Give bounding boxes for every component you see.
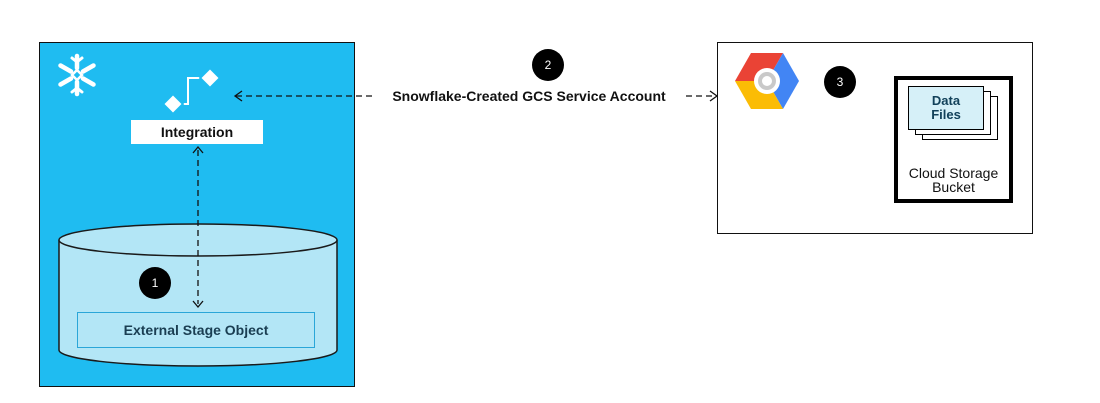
data-files-card: Data Files <box>908 86 984 130</box>
step-badge-3: 3 <box>824 66 856 98</box>
step-badge-2-text: 2 <box>544 58 552 72</box>
data-files-line2: Files <box>931 107 961 122</box>
step-badge-2: 2 <box>532 49 564 81</box>
bucket-label: Cloud Storage Bucket <box>894 166 1013 194</box>
step-badge-1-text: 1 <box>151 276 159 290</box>
service-account-label: Snowflake-Created GCS Service Account <box>376 86 682 106</box>
external-stage-box: External Stage Object <box>77 312 315 348</box>
google-cloud-icon <box>735 53 799 109</box>
integration-box: Integration <box>131 120 263 144</box>
bucket-label-line1: Cloud Storage <box>908 165 999 181</box>
snowflake-logo-icon <box>58 53 96 97</box>
step-badge-3-text: 3 <box>836 75 844 89</box>
step-badge-1: 1 <box>139 267 171 299</box>
integration-stage-arrow <box>192 145 204 309</box>
external-stage-label: External Stage Object <box>123 322 269 338</box>
integration-label: Integration <box>160 124 234 140</box>
integration-icon <box>161 66 220 116</box>
data-files-line1: Data <box>931 93 961 108</box>
bucket-label-line2: Bucket <box>932 179 975 195</box>
